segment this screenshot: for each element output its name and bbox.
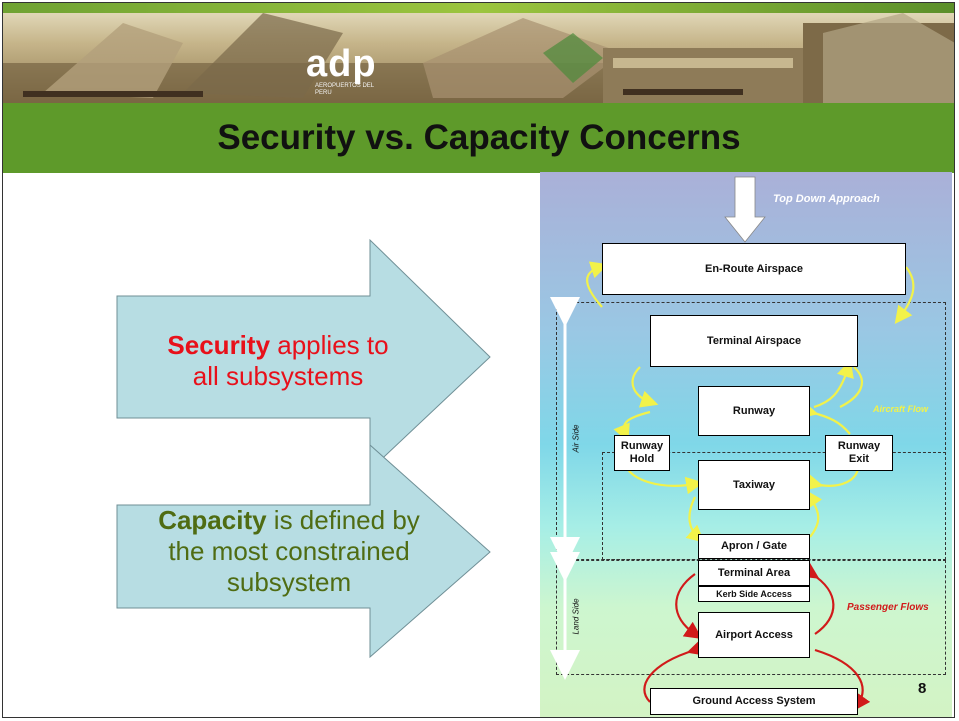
passenger-flows-label: Passenger Flows [847, 602, 929, 613]
runway-box: Runway [698, 386, 810, 436]
security-arrow [116, 238, 491, 472]
top-down-label: Top Down Approach [773, 193, 880, 205]
terminal-airspace-box: Terminal Airspace [650, 315, 858, 367]
kerb-side-access-box: Kerb Side Access [698, 586, 810, 602]
en-route-airspace-box: En-Route Airspace [602, 243, 906, 295]
capacity-line2: the most constrained [168, 536, 410, 566]
air-side-label: Air Side [571, 424, 581, 453]
ground-access-system-box: Ground Access System [650, 688, 858, 715]
banner-top-strip [3, 3, 955, 13]
capacity-rest: is defined by [266, 505, 420, 535]
security-word: Security [167, 330, 271, 360]
security-rest: applies to [270, 330, 389, 360]
terminal-area-box: Terminal Area [698, 560, 810, 586]
aircraft-flow-label: Aircraft Flow [873, 404, 929, 414]
security-line2: all subsystems [192, 361, 364, 391]
airport-photo-collage [3, 13, 955, 103]
header-banner: adp AEROPUERTOS DEL PERU [3, 3, 955, 103]
capacity-word: Capacity [158, 505, 267, 535]
taxiway-box: Taxiway [698, 460, 810, 510]
flow-arrows [550, 176, 915, 712]
runway-exit-box: Runway Exit [825, 435, 893, 471]
apron-gate-box: Apron / Gate [698, 534, 810, 559]
title-bar: Security vs. Capacity Concerns [3, 103, 955, 173]
airport-access-box: Airport Access [698, 612, 810, 658]
capacity-line3: subsystem [226, 567, 352, 597]
security-label: Security applies to all subsystems [118, 330, 438, 392]
diagram-panel: Top Down Approach Aircraft Flow Passenge… [540, 172, 952, 717]
land-side-label: Land Side [571, 598, 581, 635]
adp-logo: adp [306, 43, 377, 85]
taxiway-zone [602, 452, 946, 560]
slide-title: Security vs. Capacity Concerns [217, 118, 741, 157]
logo-subtext: AEROPUERTOS DEL PERU [315, 83, 374, 96]
capacity-label: Capacity is defined by the most constrai… [104, 505, 474, 598]
page-number: 8 [918, 680, 927, 697]
capacity-arrow [116, 443, 491, 659]
runway-hold-box: Runway Hold [614, 435, 670, 471]
